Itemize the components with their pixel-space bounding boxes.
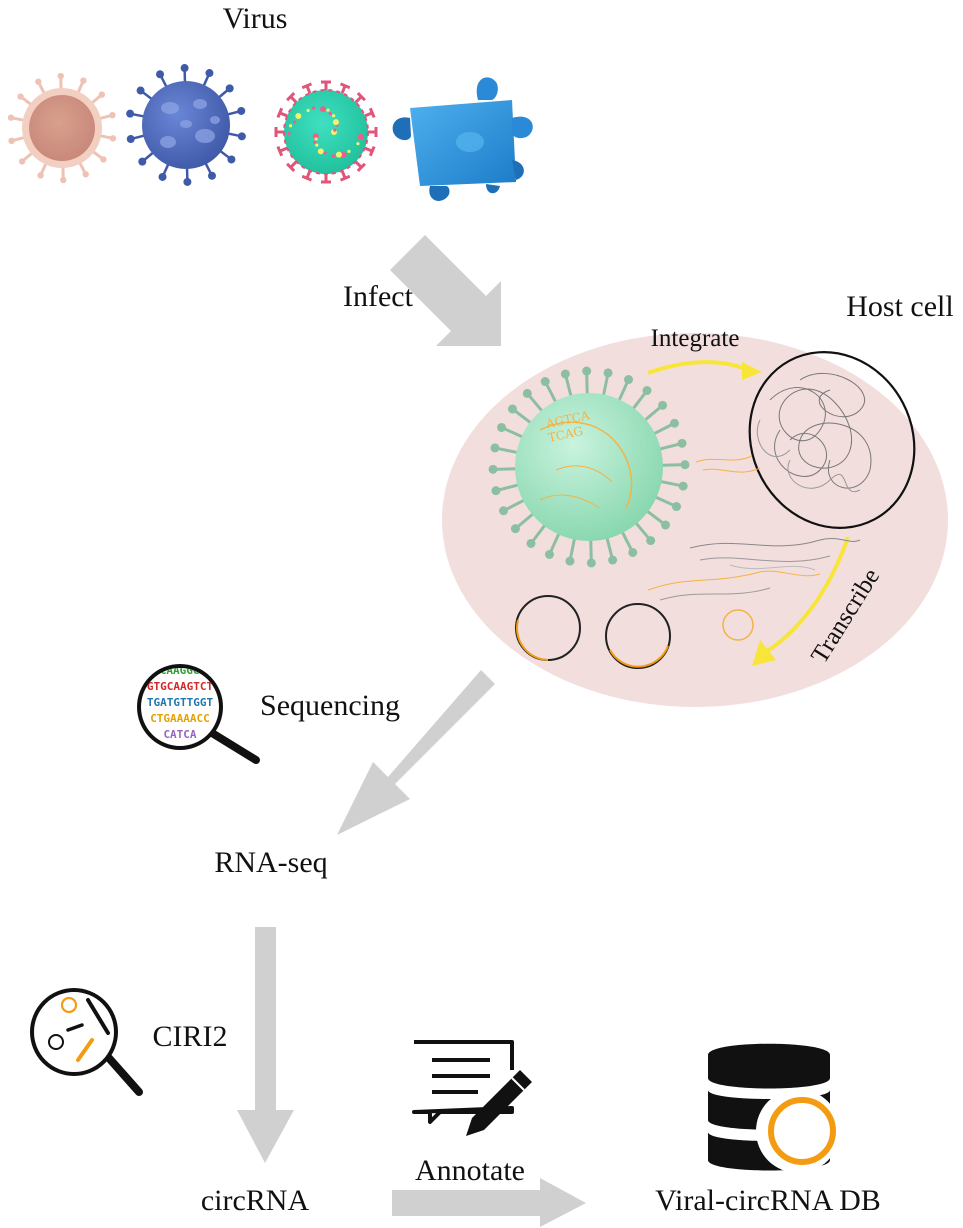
circrna-label: circRNA — [201, 1184, 310, 1217]
document-pencil-icon — [412, 1040, 532, 1136]
sequence-row: TGATGTTGGT — [147, 696, 214, 709]
circrna-circles — [515, 595, 754, 669]
virus-icon — [274, 80, 378, 184]
virus-icon — [392, 77, 533, 201]
ciri2-arrow — [237, 927, 294, 1163]
virus-icon — [126, 64, 246, 186]
sequencing-label: Sequencing — [260, 689, 400, 722]
infect-label: Infect — [343, 280, 414, 313]
database-icon — [708, 1043, 840, 1173]
virus-label: Virus — [223, 2, 288, 35]
sequence-row: CATCA — [163, 728, 196, 741]
magnifier-icon: CAAGGGC GTGCAAGTCT TGATGTTGGT CTGAAAACC … — [137, 664, 260, 764]
transcribe-arrowhead — [752, 640, 776, 666]
rna-strands — [647, 455, 861, 601]
integrate-arrow — [647, 360, 749, 375]
integrate-arrowhead — [742, 362, 762, 380]
sequence-row: GTGCAAGTCT — [147, 680, 214, 693]
rna-seq-label: RNA-seq — [214, 846, 327, 879]
sequencing-arrow — [337, 670, 495, 835]
annotate-arrow — [392, 1178, 586, 1227]
virus-icon — [7, 72, 117, 184]
annotate-label: Annotate — [415, 1154, 525, 1187]
nucleus — [748, 351, 916, 529]
sequence-row: CAAGGGC — [160, 664, 206, 677]
host-cell-label: Host cell — [846, 290, 953, 323]
database-label: Viral-circRNA DB — [655, 1184, 881, 1217]
magnifier-icon — [30, 988, 143, 1096]
transcribe-arrow — [764, 536, 850, 654]
sequence-row: CTGAAAACC — [150, 712, 210, 725]
infect-arrow — [390, 235, 501, 346]
integrate-label: Integrate — [651, 325, 740, 352]
ciri2-label: CIRI2 — [153, 1020, 228, 1053]
